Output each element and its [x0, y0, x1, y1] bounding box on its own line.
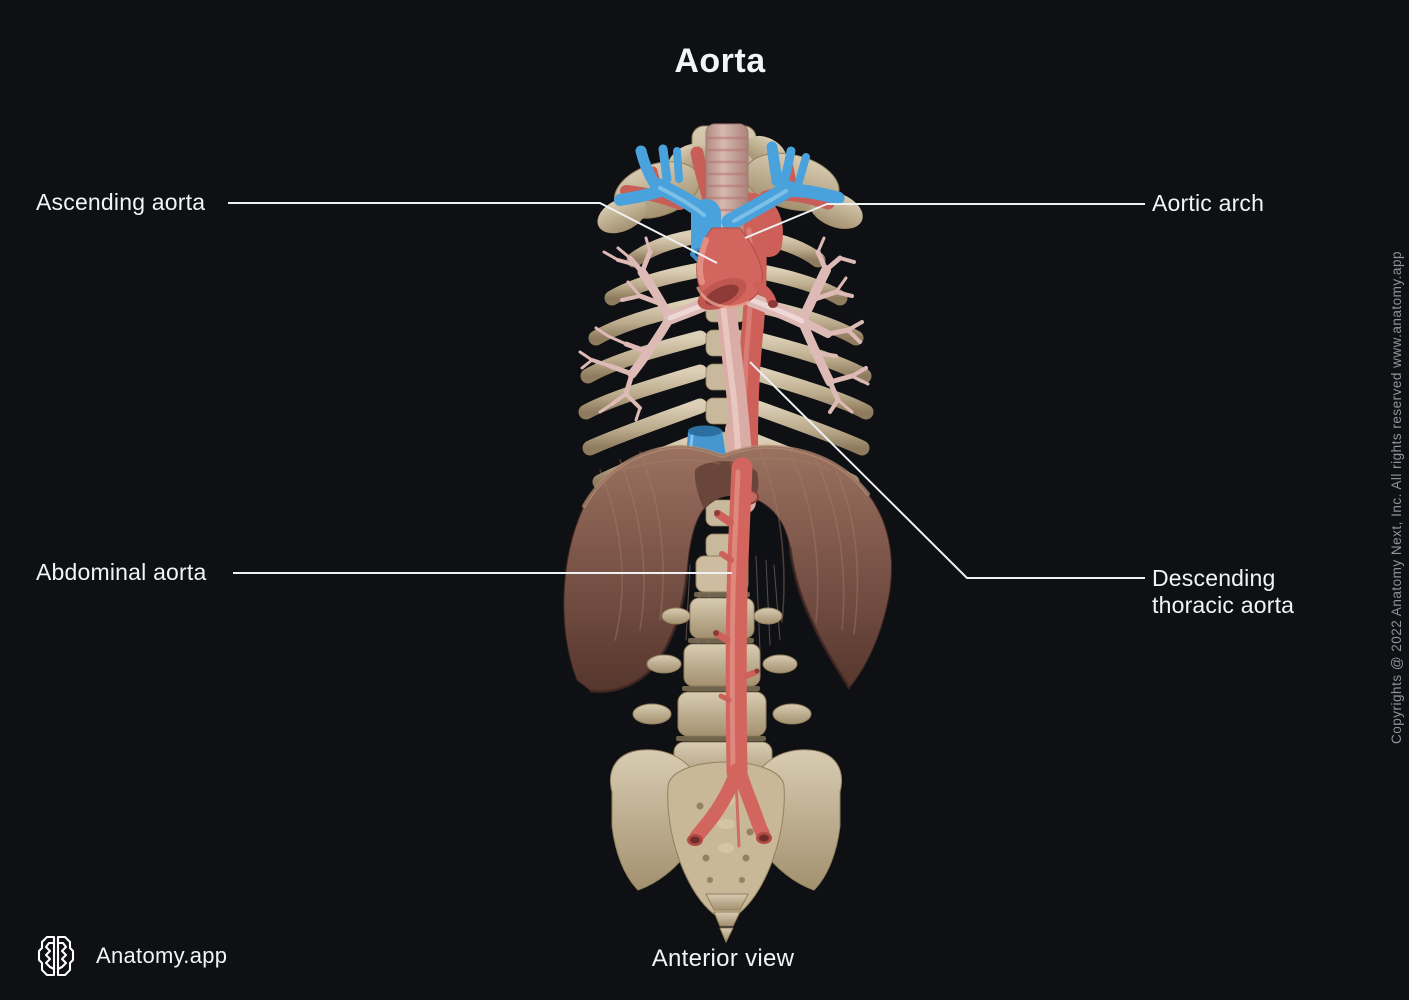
brain-logo-icon	[37, 935, 75, 977]
label-descending-thoracic-aorta: Descending thoracic aorta	[1152, 565, 1295, 618]
leader-line-ascending-aorta	[228, 202, 718, 264]
view-label: Anterior view	[651, 945, 795, 972]
leader-lines	[228, 202, 1145, 579]
bronchial-tree	[578, 236, 870, 422]
leader-line-descending-thoracic-aorta	[749, 361, 1145, 579]
copyright: Copyrights @ 2022 Anatomy Next, Inc. All…	[1389, 251, 1404, 749]
brand-name: Anatomy.app	[96, 943, 228, 968]
abdominal-aorta-shape	[687, 457, 772, 848]
pelvis	[610, 749, 842, 943]
diaphragm	[563, 444, 892, 694]
label-aortic-arch: Aortic arch	[1152, 190, 1265, 216]
label-abdominal-aorta: Abdominal aorta	[36, 559, 207, 585]
copyright-text: Copyrights @ 2022 Anatomy Next, Inc. All…	[1389, 251, 1404, 744]
label-ascending-aorta: Ascending aorta	[36, 189, 206, 215]
ascending-aorta-shape	[696, 227, 778, 310]
page-title: Aorta	[674, 42, 766, 80]
brand: Anatomy.app	[30, 930, 227, 982]
leader-line-aortic-arch	[744, 203, 1145, 239]
